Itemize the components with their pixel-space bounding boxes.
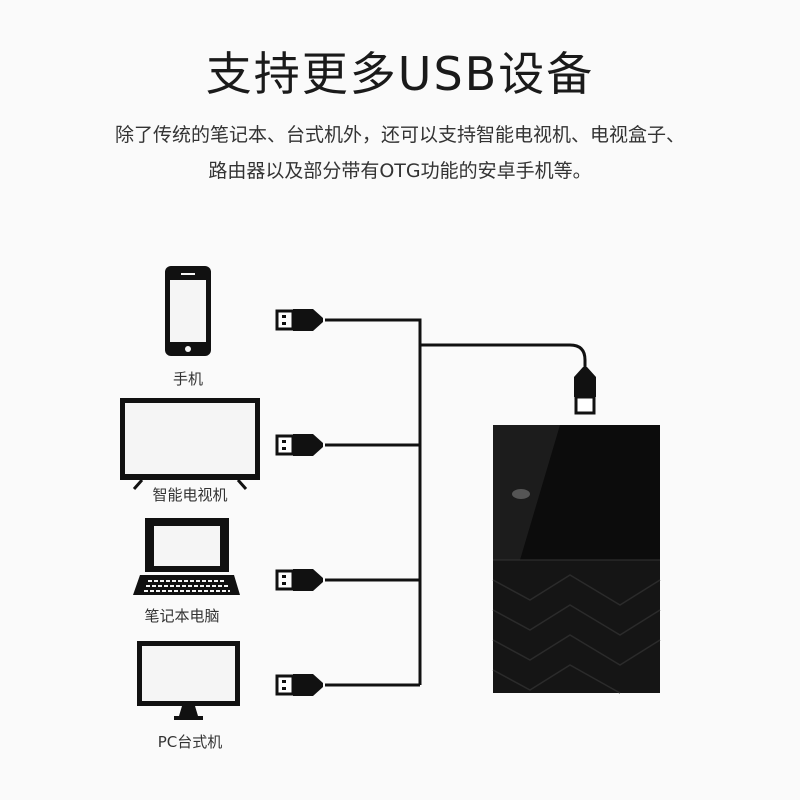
usb-cable-network bbox=[325, 318, 587, 687]
device-label-tv: 智能电视机 bbox=[152, 486, 228, 504]
description-line-2: 路由器以及部分带有OTG功能的安卓手机等。 bbox=[208, 160, 592, 182]
smartphone-icon bbox=[165, 266, 211, 356]
description-line-1: 除了传统的笔记本、台式机外，还可以支持智能电视机、电视盒子、 bbox=[114, 124, 685, 146]
usb-plug-4 bbox=[275, 674, 323, 696]
desktop-monitor-icon bbox=[137, 641, 240, 720]
device-label-phone: 手机 bbox=[172, 370, 203, 388]
wd-external-drive bbox=[492, 425, 661, 694]
usb-plug-2 bbox=[275, 434, 323, 456]
usb-plug-1 bbox=[275, 309, 323, 331]
page-title: 支持更多USB设备 bbox=[205, 47, 595, 101]
wd-logo bbox=[512, 489, 530, 499]
usb-plug-drive bbox=[574, 367, 596, 415]
device-label-desktop: PC台式机 bbox=[157, 733, 223, 751]
laptop-icon bbox=[133, 518, 240, 595]
usb-plug-3 bbox=[275, 569, 323, 591]
device-label-laptop: 笔记本电脑 bbox=[144, 607, 220, 625]
tv-icon bbox=[120, 398, 260, 490]
